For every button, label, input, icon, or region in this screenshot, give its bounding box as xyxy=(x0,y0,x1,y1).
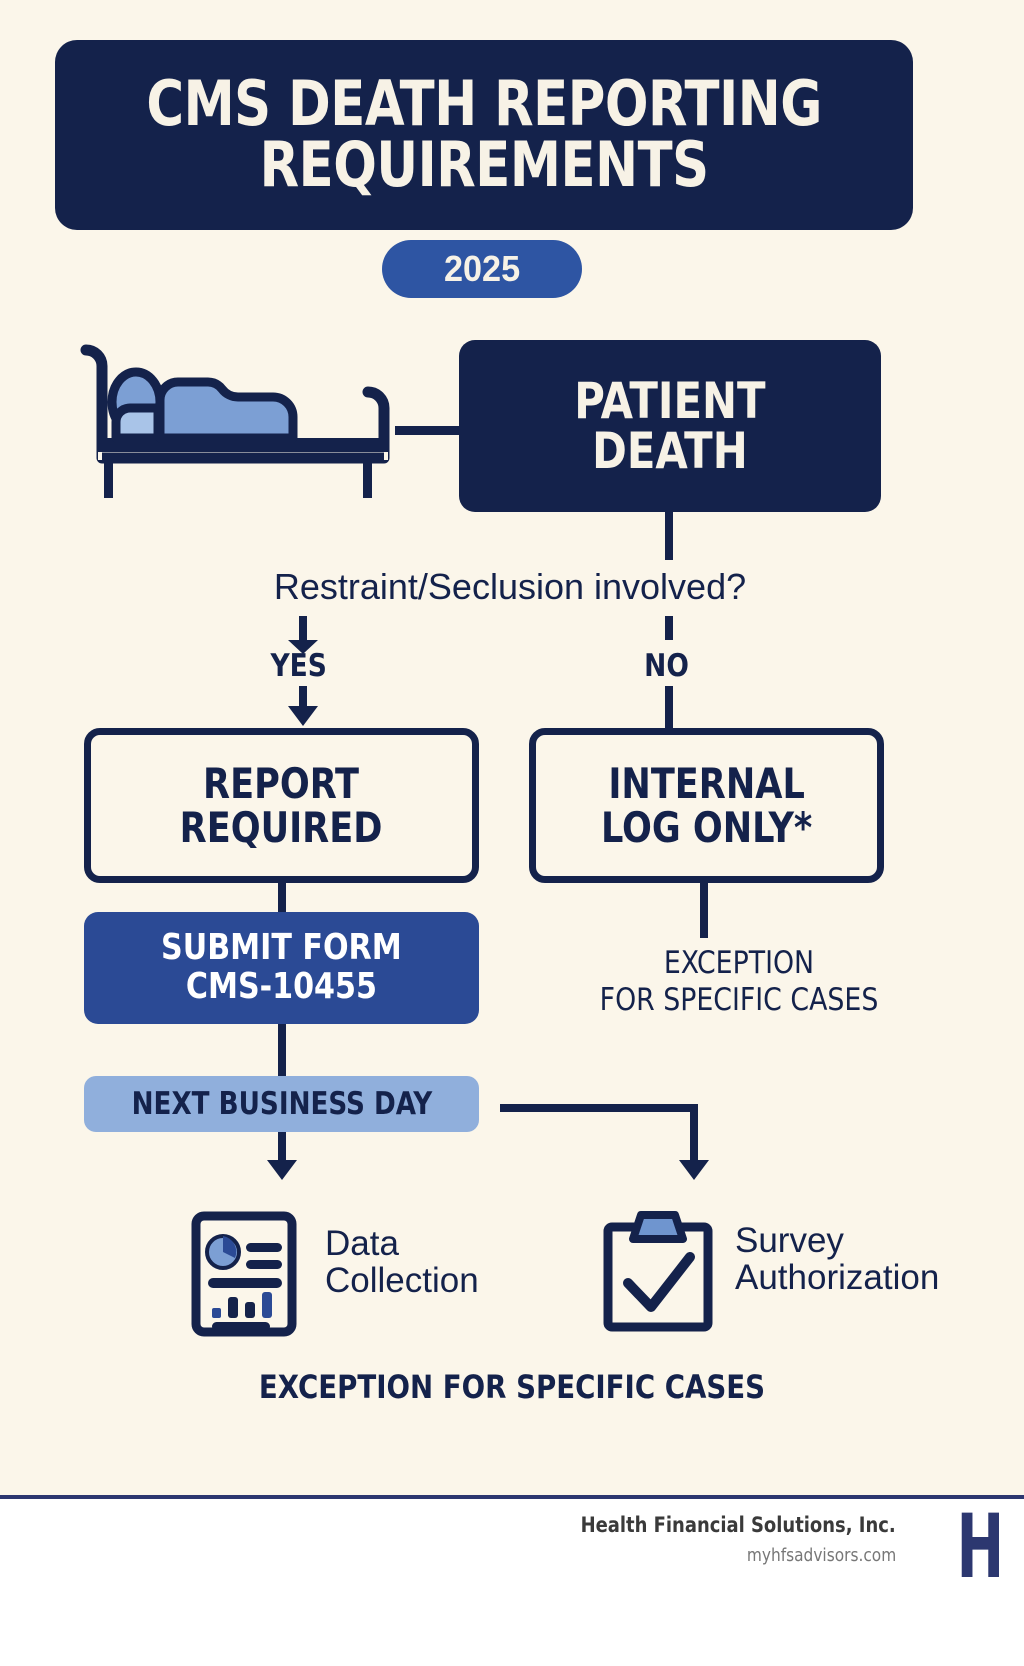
deadline-label: NEXT BUSINESS DAY xyxy=(131,1086,432,1122)
survey-authorization-caption: Survey Authorization xyxy=(735,1221,940,1298)
year-label: 2025 xyxy=(443,248,521,289)
bed-to-death-connector xyxy=(395,426,465,435)
connector-deadline-to-survey-horizontal xyxy=(500,1104,698,1112)
exception-note-bottom: EXCEPTION FOR SPECIFIC CASES xyxy=(258,1368,766,1406)
arrow-yes-into-box xyxy=(288,706,318,726)
connector-internal-to-exception xyxy=(700,883,708,938)
clipboard-check-icon xyxy=(603,1211,713,1332)
exception-note-right: EXCEPTION FOR SPECIFIC CASES xyxy=(599,945,879,1018)
connector-deadline-to-data xyxy=(278,1132,286,1166)
outcome-report-required: REPORT REQUIRED xyxy=(84,728,479,883)
connector-no-stem-bottom xyxy=(665,686,673,730)
year-badge: 2025 xyxy=(382,240,582,298)
outcome-report-required-label: REPORT REQUIRED xyxy=(180,758,383,852)
footer-website-url: myhfsadvisors.com xyxy=(746,1545,896,1566)
page-title: CMS DEATH REPORTING REQUIREMENTS xyxy=(146,67,822,201)
patient-death-label: PATIENT DEATH xyxy=(574,372,766,480)
connector-no-stem-top xyxy=(665,616,673,640)
arrow-into-survey xyxy=(679,1160,709,1180)
footer-divider xyxy=(0,1495,1024,1499)
connector-yes-stem-top xyxy=(299,616,307,640)
connector-yes-stem-bottom xyxy=(299,686,307,718)
submit-form-node: SUBMIT FORM CMS-10455 xyxy=(84,912,479,1024)
patient-death-node: PATIENT DEATH xyxy=(459,340,881,512)
outcome-internal-log-only-label: INTERNAL LOG ONLY* xyxy=(600,758,813,852)
branch-label-no: NO xyxy=(644,648,689,684)
title-banner: CMS DEATH REPORTING REQUIREMENTS xyxy=(55,40,913,230)
branch-label-yes: YES xyxy=(270,648,327,684)
outcome-internal-log-only: INTERNAL LOG ONLY* xyxy=(529,728,884,883)
connector-submit-to-deadline xyxy=(278,1024,286,1077)
submit-form-label: SUBMIT FORM CMS-10455 xyxy=(161,927,402,1007)
connector-report-to-submit xyxy=(278,883,286,913)
connector-survey-vertical xyxy=(690,1104,698,1166)
hfs-logo: H xyxy=(956,1495,1004,1598)
deadline-node: NEXT BUSINESS DAY xyxy=(84,1076,479,1132)
arrow-yes-top xyxy=(288,640,318,654)
arrow-into-data-collection xyxy=(267,1160,297,1180)
decision-question: Restraint/Seclusion involved? xyxy=(273,566,747,607)
footer-company-name: Health Financial Solutions, Inc. xyxy=(580,1513,896,1537)
patient-in-bed-icon xyxy=(80,344,390,498)
data-document-icon xyxy=(191,1211,297,1337)
data-collection-caption: Data Collection xyxy=(325,1224,479,1301)
connector-death-down xyxy=(665,512,673,560)
footer-bar xyxy=(0,1499,1024,1666)
